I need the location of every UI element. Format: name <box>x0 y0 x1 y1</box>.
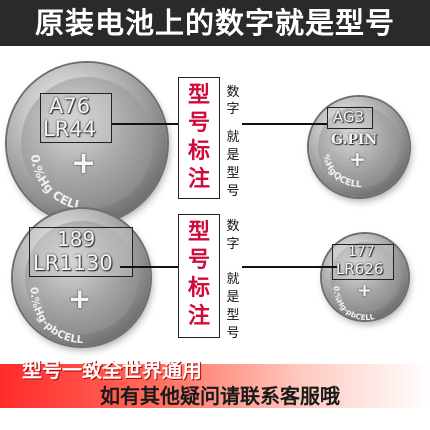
model-label-char: 标 <box>188 139 211 164</box>
side-note-char: 数 <box>226 219 240 234</box>
battery-arc-text: 0.%Hg-pbCELL <box>28 287 84 346</box>
battery-brand: G.PIN <box>331 132 378 148</box>
plus-sign: + <box>349 147 366 171</box>
battery-arc-text: 0.%Hg-pbCELL <box>332 286 376 322</box>
model-label-char: 型 <box>188 83 211 108</box>
model-label-char: 号 <box>188 248 211 273</box>
battery-177-lr626: 177 LR626 + 0.%Hg-pbCELL <box>322 234 408 322</box>
svg-text:0.%Hg-pbCELL: 0.%Hg-pbCELL <box>332 286 376 322</box>
model-label-char: 标 <box>188 276 211 301</box>
battery-code-line1: A76 <box>49 94 91 118</box>
battery-code-line2: LR44 <box>43 117 97 141</box>
battery-189-lr1130: 189 LR1130 + 0.%Hg-pbCELL <box>13 209 150 346</box>
side-note-char: 号 <box>226 326 240 341</box>
side-note-char: 型 <box>226 308 240 323</box>
battery-code-line2: LR626 <box>336 260 384 278</box>
footer-contact-note: 如有其他疑问请联系客服哦 <box>100 384 340 408</box>
battery-code-line1: 189 <box>57 227 96 251</box>
model-label-box-1 <box>178 77 220 199</box>
model-label-char: 注 <box>188 167 211 192</box>
model-label-char: 型 <box>188 220 211 245</box>
battery-code-line1: 177 <box>348 244 375 260</box>
side-note-char: 字 <box>226 102 240 117</box>
battery-code-line1: AG3 <box>333 108 365 126</box>
plus-sign: + <box>357 280 373 301</box>
svg-text:%HgQCELL: %HgQCELL <box>320 153 362 190</box>
plus-sign: + <box>68 282 92 315</box>
side-note-char: 是 <box>226 290 240 305</box>
battery-arc-text: 0.%Hg CELL <box>28 154 84 213</box>
code-box <box>40 93 112 143</box>
pointer-line-right-1 <box>242 123 327 125</box>
battery-a76-lr44: A76 LR44 + 0.%Hg CELL <box>7 63 167 223</box>
model-label-box-2 <box>178 214 220 338</box>
svg-text:0.%Hg-pbCELL: 0.%Hg-pbCELL <box>28 287 84 346</box>
side-note-char: 数 <box>226 85 240 100</box>
page-title: 原装电池上的数字就是型号 <box>34 6 395 40</box>
battery-plate <box>330 242 400 312</box>
battery-plate <box>318 106 400 188</box>
code-box <box>29 227 133 277</box>
side-note-char: 是 <box>226 148 240 163</box>
footer-slogan: 型号一致全世界通用 <box>22 358 202 382</box>
code-box <box>327 107 373 129</box>
model-label-char: 注 <box>188 304 211 329</box>
top-banner <box>0 0 430 46</box>
pointer-line-left-1 <box>112 123 178 125</box>
svg-text:0.%Hg CELL: 0.%Hg CELL <box>28 154 84 213</box>
battery-arc-text: %HgQCELL <box>320 153 362 190</box>
side-note-char: 就 <box>226 272 240 287</box>
pointer-line-right-2 <box>242 266 337 268</box>
battery-code-line2: LR1130 <box>33 251 113 275</box>
battery-plate <box>25 221 138 334</box>
footer-band <box>0 364 430 408</box>
side-note-char: 就 <box>226 130 240 145</box>
side-note-char: 号 <box>226 184 240 199</box>
battery-ag3: AG3 G.PIN + %HgQCELL <box>309 97 409 197</box>
code-box <box>332 244 394 280</box>
plus-sign: + <box>71 146 97 181</box>
side-note-char: 型 <box>226 166 240 181</box>
side-note-char: 字 <box>226 237 240 252</box>
pointer-line-left-2 <box>120 266 178 268</box>
model-label-char: 号 <box>188 111 211 136</box>
battery-plate <box>21 77 153 209</box>
